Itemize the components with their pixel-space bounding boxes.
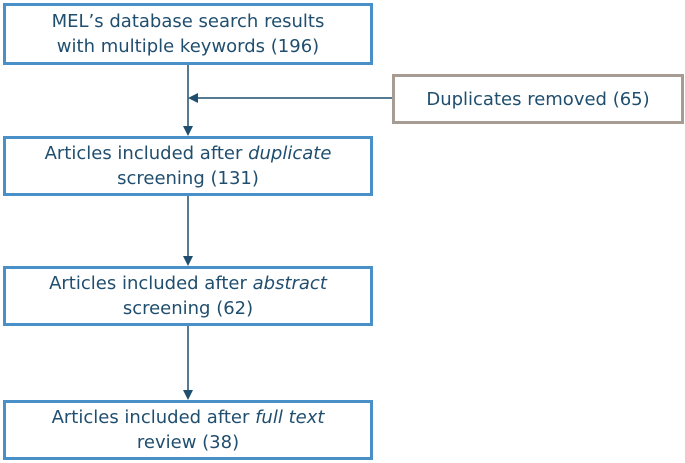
step-box-abstract-screening: Articles included after abstract screeni… [3, 266, 373, 326]
step-box-database-search: MEL’s database search results with multi… [3, 3, 373, 65]
step-line: screening (131) [117, 168, 259, 189]
step-line-prefix: Articles included after [49, 273, 253, 294]
step-line-emphasis: abstract [252, 273, 327, 294]
side-box-duplicates-removed: Duplicates removed (65) [392, 74, 684, 124]
step-line: screening (62) [122, 298, 254, 319]
step-line: review (38) [136, 432, 240, 453]
side-box-label: Duplicates removed (65) [426, 88, 650, 110]
step-line-emphasis: full text [255, 407, 325, 428]
step-line-prefix: Articles included after [44, 143, 249, 164]
step-line-prefix: Articles included after [51, 407, 256, 428]
step-box-text: MEL’s database search results with multi… [52, 9, 325, 59]
step-line-emphasis: duplicate [248, 143, 332, 164]
step-box-duplicate-screening: Articles included after duplicate screen… [3, 136, 373, 196]
step-line: MEL’s database search results [51, 11, 325, 32]
step-box-full-text-review: Articles included after full text review… [3, 400, 373, 460]
step-box-text: Articles included after duplicate screen… [45, 141, 332, 191]
step-line: with multiple keywords (196) [56, 36, 320, 57]
step-box-text: Articles included after full text review… [52, 405, 325, 455]
step-box-text: Articles included after abstract screeni… [49, 271, 327, 321]
